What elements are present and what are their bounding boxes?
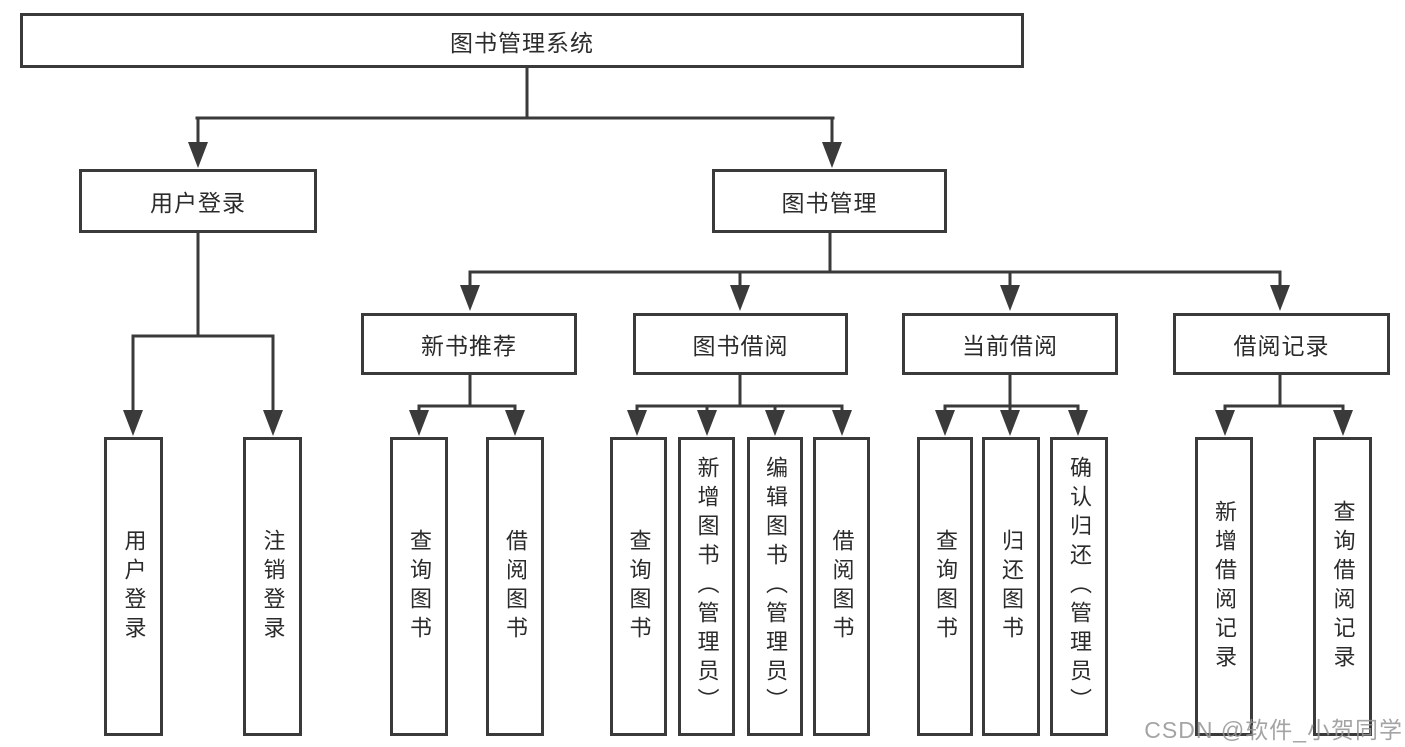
leaf-query-books-current-label: 查询图书 (933, 528, 958, 645)
node-user-login-label: 用户登录 (150, 190, 246, 216)
leaf-query-books-borrowing: 查询图书 (610, 437, 667, 736)
leaf-query-books-recommend: 查询图书 (390, 437, 448, 736)
node-user-login: 用户登录 (79, 169, 317, 233)
leaf-confirm-return-admin-label: 确认归还（管理员） (1067, 456, 1092, 717)
leaf-add-book-admin: 新增图书（管理员） (678, 437, 735, 736)
node-borrowing-records: 借阅记录 (1173, 313, 1390, 375)
leaf-confirm-return-admin: 确认归还（管理员） (1050, 437, 1108, 736)
csdn-watermark: CSDN @软件_小贺同学 (1144, 717, 1403, 743)
leaf-borrow-books-recommend: 借阅图书 (486, 437, 544, 736)
node-current-borrowing: 当前借阅 (902, 313, 1118, 375)
leaf-logout-label: 注销登录 (260, 528, 286, 645)
node-new-book-recommendation-label: 新书推荐 (421, 333, 517, 359)
leaf-user-login: 用户登录 (104, 437, 163, 736)
leaf-return-books-label: 归还图书 (999, 528, 1024, 645)
arrowheads (123, 142, 1353, 436)
leaf-borrow-books-recommend-label: 借阅图书 (503, 528, 528, 645)
leaf-edit-book-admin: 编辑图书（管理员） (747, 437, 803, 736)
node-root: 图书管理系统 (20, 13, 1024, 68)
node-borrowing-records-label: 借阅记录 (1233, 333, 1330, 359)
leaf-add-borrow-record-label: 新增借阅记录 (1212, 499, 1237, 674)
leaf-logout: 注销登录 (243, 437, 302, 736)
node-book-management: 图书管理 (712, 169, 947, 233)
leaf-borrow-books-borrowing-label: 借阅图书 (829, 528, 855, 645)
leaf-query-borrow-record-label: 查询借阅记录 (1330, 499, 1356, 674)
leaf-add-book-admin-label: 新增图书（管理员） (694, 456, 720, 717)
node-book-borrowing: 图书借阅 (633, 313, 848, 375)
node-book-management-label: 图书管理 (781, 190, 878, 216)
leaf-query-books-borrowing-label: 查询图书 (626, 528, 652, 645)
node-root-label: 图书管理系统 (450, 29, 594, 56)
leaf-return-books: 归还图书 (982, 437, 1040, 736)
leaf-query-books-recommend-label: 查询图书 (407, 528, 432, 645)
leaf-query-borrow-record: 查询借阅记录 (1313, 437, 1372, 736)
leaf-edit-book-admin-label: 编辑图书（管理员） (763, 456, 788, 717)
node-current-borrowing-label: 当前借阅 (962, 333, 1058, 359)
leaf-add-borrow-record: 新增借阅记录 (1195, 437, 1253, 736)
leaf-query-books-current: 查询图书 (917, 437, 973, 736)
node-new-book-recommendation: 新书推荐 (361, 313, 577, 375)
node-book-borrowing-label: 图书借阅 (692, 333, 789, 359)
leaf-borrow-books-borrowing: 借阅图书 (813, 437, 870, 736)
leaf-user-login-label: 用户登录 (121, 528, 147, 645)
